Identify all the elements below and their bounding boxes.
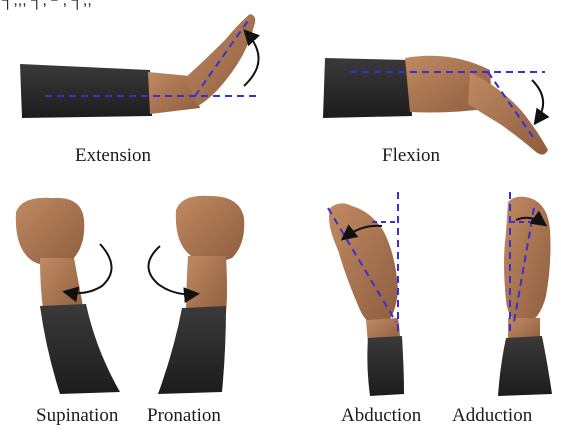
caption-pronation: Pronation — [147, 405, 221, 427]
adduction-panel — [498, 192, 552, 396]
caption-adduction: Adduction — [452, 405, 532, 427]
extension-panel — [20, 14, 259, 118]
flexion-panel — [323, 56, 548, 155]
supination-panel — [16, 198, 120, 394]
abduction-panel — [328, 192, 404, 396]
flexion-sleeve — [323, 58, 412, 118]
pronation-fist — [176, 196, 244, 262]
caption-extension: Extension — [75, 145, 151, 167]
adduction-sleeve — [498, 336, 552, 396]
extension-hand — [185, 14, 255, 106]
caption-abduction: Abduction — [341, 405, 421, 427]
extension-sleeve — [20, 64, 152, 118]
supination-fist — [16, 198, 84, 266]
flexion-arrow — [532, 80, 543, 122]
caption-flexion: Flexion — [382, 145, 440, 167]
abduction-sleeve — [367, 336, 404, 396]
pronation-panel — [148, 196, 244, 394]
caption-supination: Supination — [36, 405, 118, 427]
supination-sleeve — [40, 304, 120, 394]
abduction-hand — [329, 203, 398, 326]
pronation-sleeve — [158, 306, 226, 394]
